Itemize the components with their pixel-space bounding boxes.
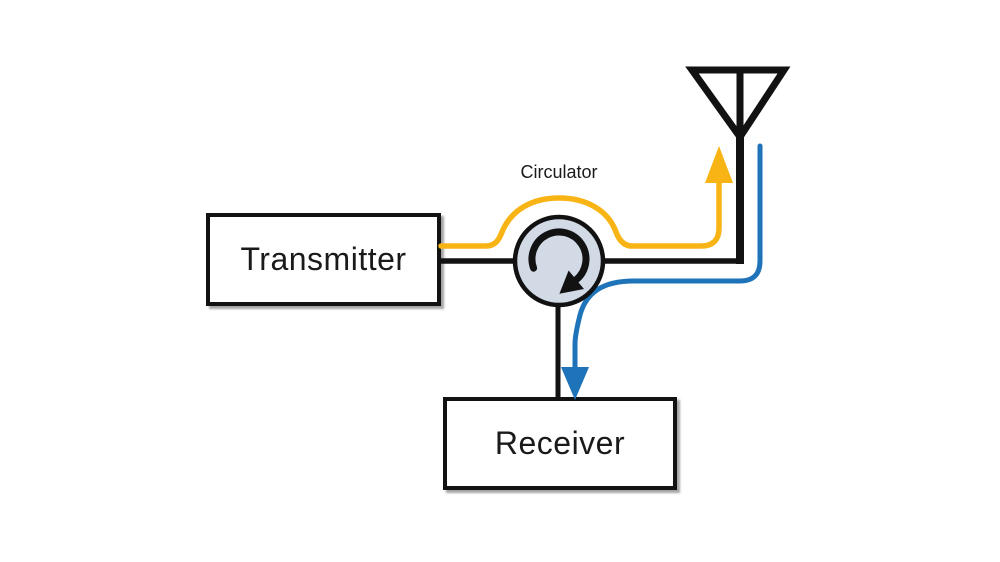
receive-arrowhead-icon [561, 367, 589, 400]
transmitter-label: Transmitter [240, 241, 407, 277]
circulator-icon [512, 214, 606, 308]
circulator-label: Circulator [520, 162, 598, 182]
transmit-arrowhead-icon [705, 146, 733, 183]
receiver-label: Receiver [494, 425, 626, 461]
circulator-arrowhead-icon [559, 270, 584, 294]
antenna-icon [685, 66, 791, 144]
transmitter-block: Transmitter [206, 213, 441, 306]
transmit-path [438, 180, 722, 249]
receiver-block: Receiver [443, 397, 677, 490]
circulator-clockwise-arrow-icon [528, 228, 590, 284]
